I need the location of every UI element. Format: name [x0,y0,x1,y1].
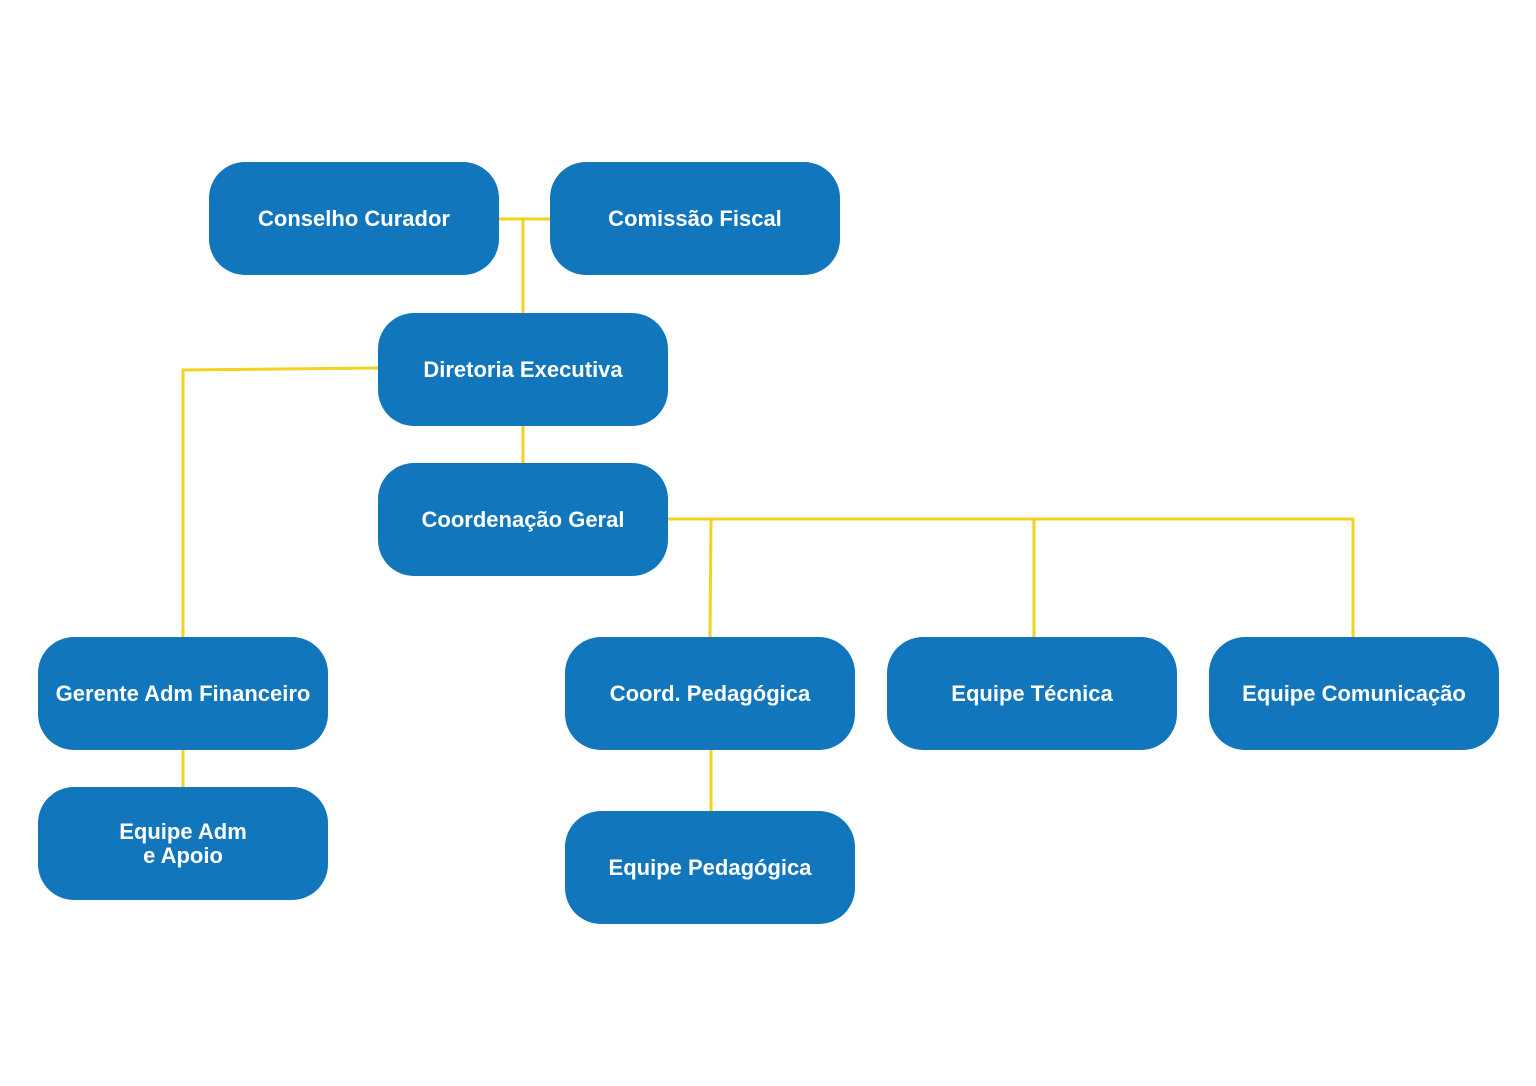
node-diretoria-executiva: Diretoria Executiva [378,313,668,426]
node-equipe-tecnica: Equipe Técnica [887,637,1177,750]
node-equipe-pedagogica: Equipe Pedagógica [565,811,855,924]
connector-to-coordped [708,517,713,639]
connector-diretoria-left-arm [181,366,380,372]
node-coord-pedagogica: Coord. Pedagógica [565,637,855,750]
node-comissao-fiscal: Comissão Fiscal [550,162,840,275]
node-coordenacao-geral: Coordenação Geral [378,463,668,576]
node-equipe-adm-apoio: Equipe Adm e Apoio [38,787,328,900]
node-equipe-comunicacao: Equipe Comunicação [1209,637,1499,750]
node-gerente-adm-financeiro: Gerente Adm Financeiro [38,637,328,750]
node-conselho-curador: Conselho Curador [209,162,499,275]
